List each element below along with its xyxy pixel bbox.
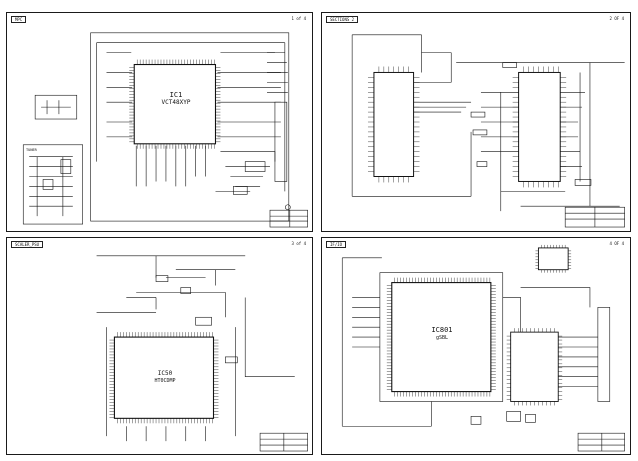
schematic-drawing [351,34,625,228]
schematic-panel-bottom-right: IF/IO 4 OF 4 IC801 gSBL [321,237,631,455]
panel-header: IF/IO [326,241,347,248]
chip-designator: IC50 [157,370,173,377]
schematic-panel-top-right: SECTIONS 2 2 OF 4 [321,12,631,232]
tuner-box-label: TUNER [26,148,37,152]
page-number: 2 OF 4 [609,16,624,21]
schematic-panel-bottom-left: SCALER_PSU 3 of 4 IC50 HT0CDMP [6,237,313,455]
chip-designator: IC1 [169,91,183,99]
chip-part-number: gSBL [435,335,449,341]
schematic-drawing [341,244,625,452]
schematic-panel-top-left: MPC 1 of 4 [6,12,313,232]
chip-part-number: HT0CDMP [154,378,176,384]
page-number: 1 of 4 [291,16,306,21]
page-number: 4 OF 4 [609,241,624,246]
panel-header: SCALER_PSU [11,241,44,248]
panel-header: MPC [11,16,27,23]
panel-header: SECTIONS 2 [326,16,359,23]
chip-designator: IC801 [431,326,453,334]
chip-part-number: VCT48XYP [161,99,191,106]
schematic-drawing [22,32,308,228]
page-number: 3 of 4 [291,241,306,246]
schematic-drawing [96,255,308,452]
